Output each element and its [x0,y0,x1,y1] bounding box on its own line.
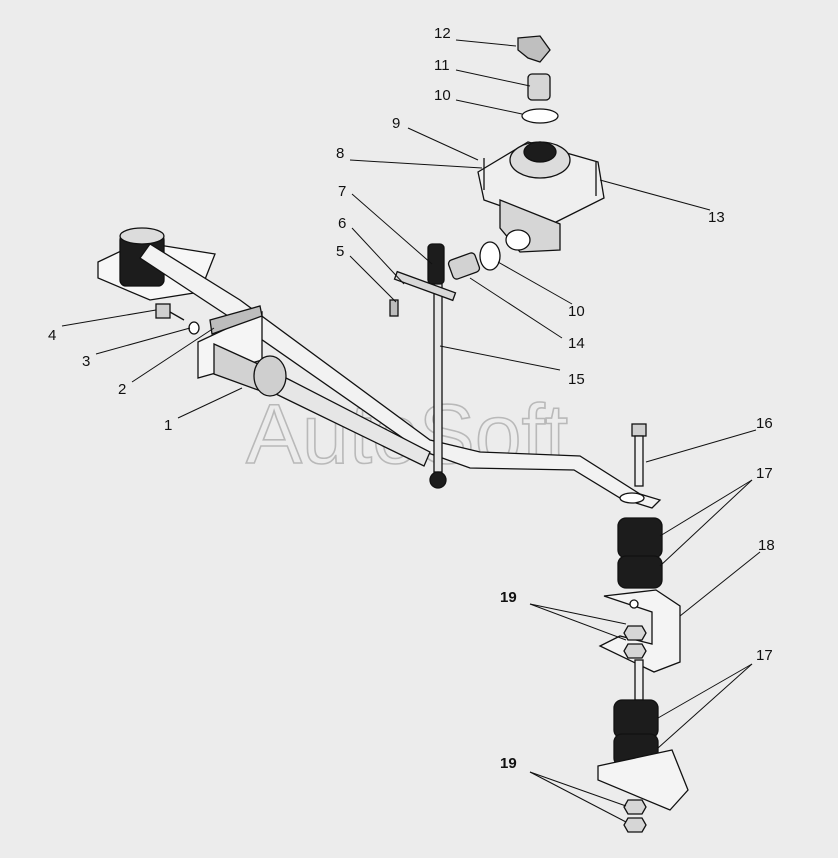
bushing-part-1 [197,310,287,397]
union-part-14 [447,252,481,280]
callout-10-top: 10 [434,87,451,104]
callout-11: 11 [434,57,450,74]
bolt-part-16 [631,423,647,487]
nut-part-19-middle [623,643,647,659]
adapter-part-11 [527,73,551,101]
bracket-part-18 [598,589,681,673]
callout-8: 8 [336,145,344,162]
callout-12: 12 [434,25,451,42]
cushions-part-17-upper [617,517,663,589]
callout-16: 16 [756,415,773,432]
valve-part-13 [477,141,605,253]
washer-part-3 [188,321,200,335]
callout-1: 1 [164,417,172,434]
callout-3: 3 [82,353,90,370]
callout-19-middle: 19 [500,589,517,606]
callout-13: 13 [708,209,725,226]
seal-ring-part-10-side [479,241,501,271]
nut-part-19-lower-b [623,817,647,833]
lower-plate [597,749,689,811]
bolt-part-4 [155,303,185,321]
elbow-fitting-part-12 [517,35,551,63]
callout-6: 6 [338,215,346,232]
nut-part-19-lower-a [623,799,647,815]
callout-19-lower: 19 [500,755,517,772]
callout-4: 4 [48,327,56,344]
callout-2: 2 [118,381,126,398]
callout-17-upper: 17 [756,465,773,482]
callout-7: 7 [338,183,346,200]
callout-5: 5 [336,243,344,260]
rod-lower [634,659,644,701]
nut-part-19-upper [623,625,647,641]
seal-ring-part-10-top [521,108,559,124]
leader-lines [61,39,761,823]
callout-10-side: 10 [568,303,585,320]
callout-9: 9 [392,115,400,132]
callout-18: 18 [758,537,775,554]
callout-15: 15 [568,371,585,388]
callout-14: 14 [568,335,585,352]
callout-17-lower: 17 [756,647,773,664]
